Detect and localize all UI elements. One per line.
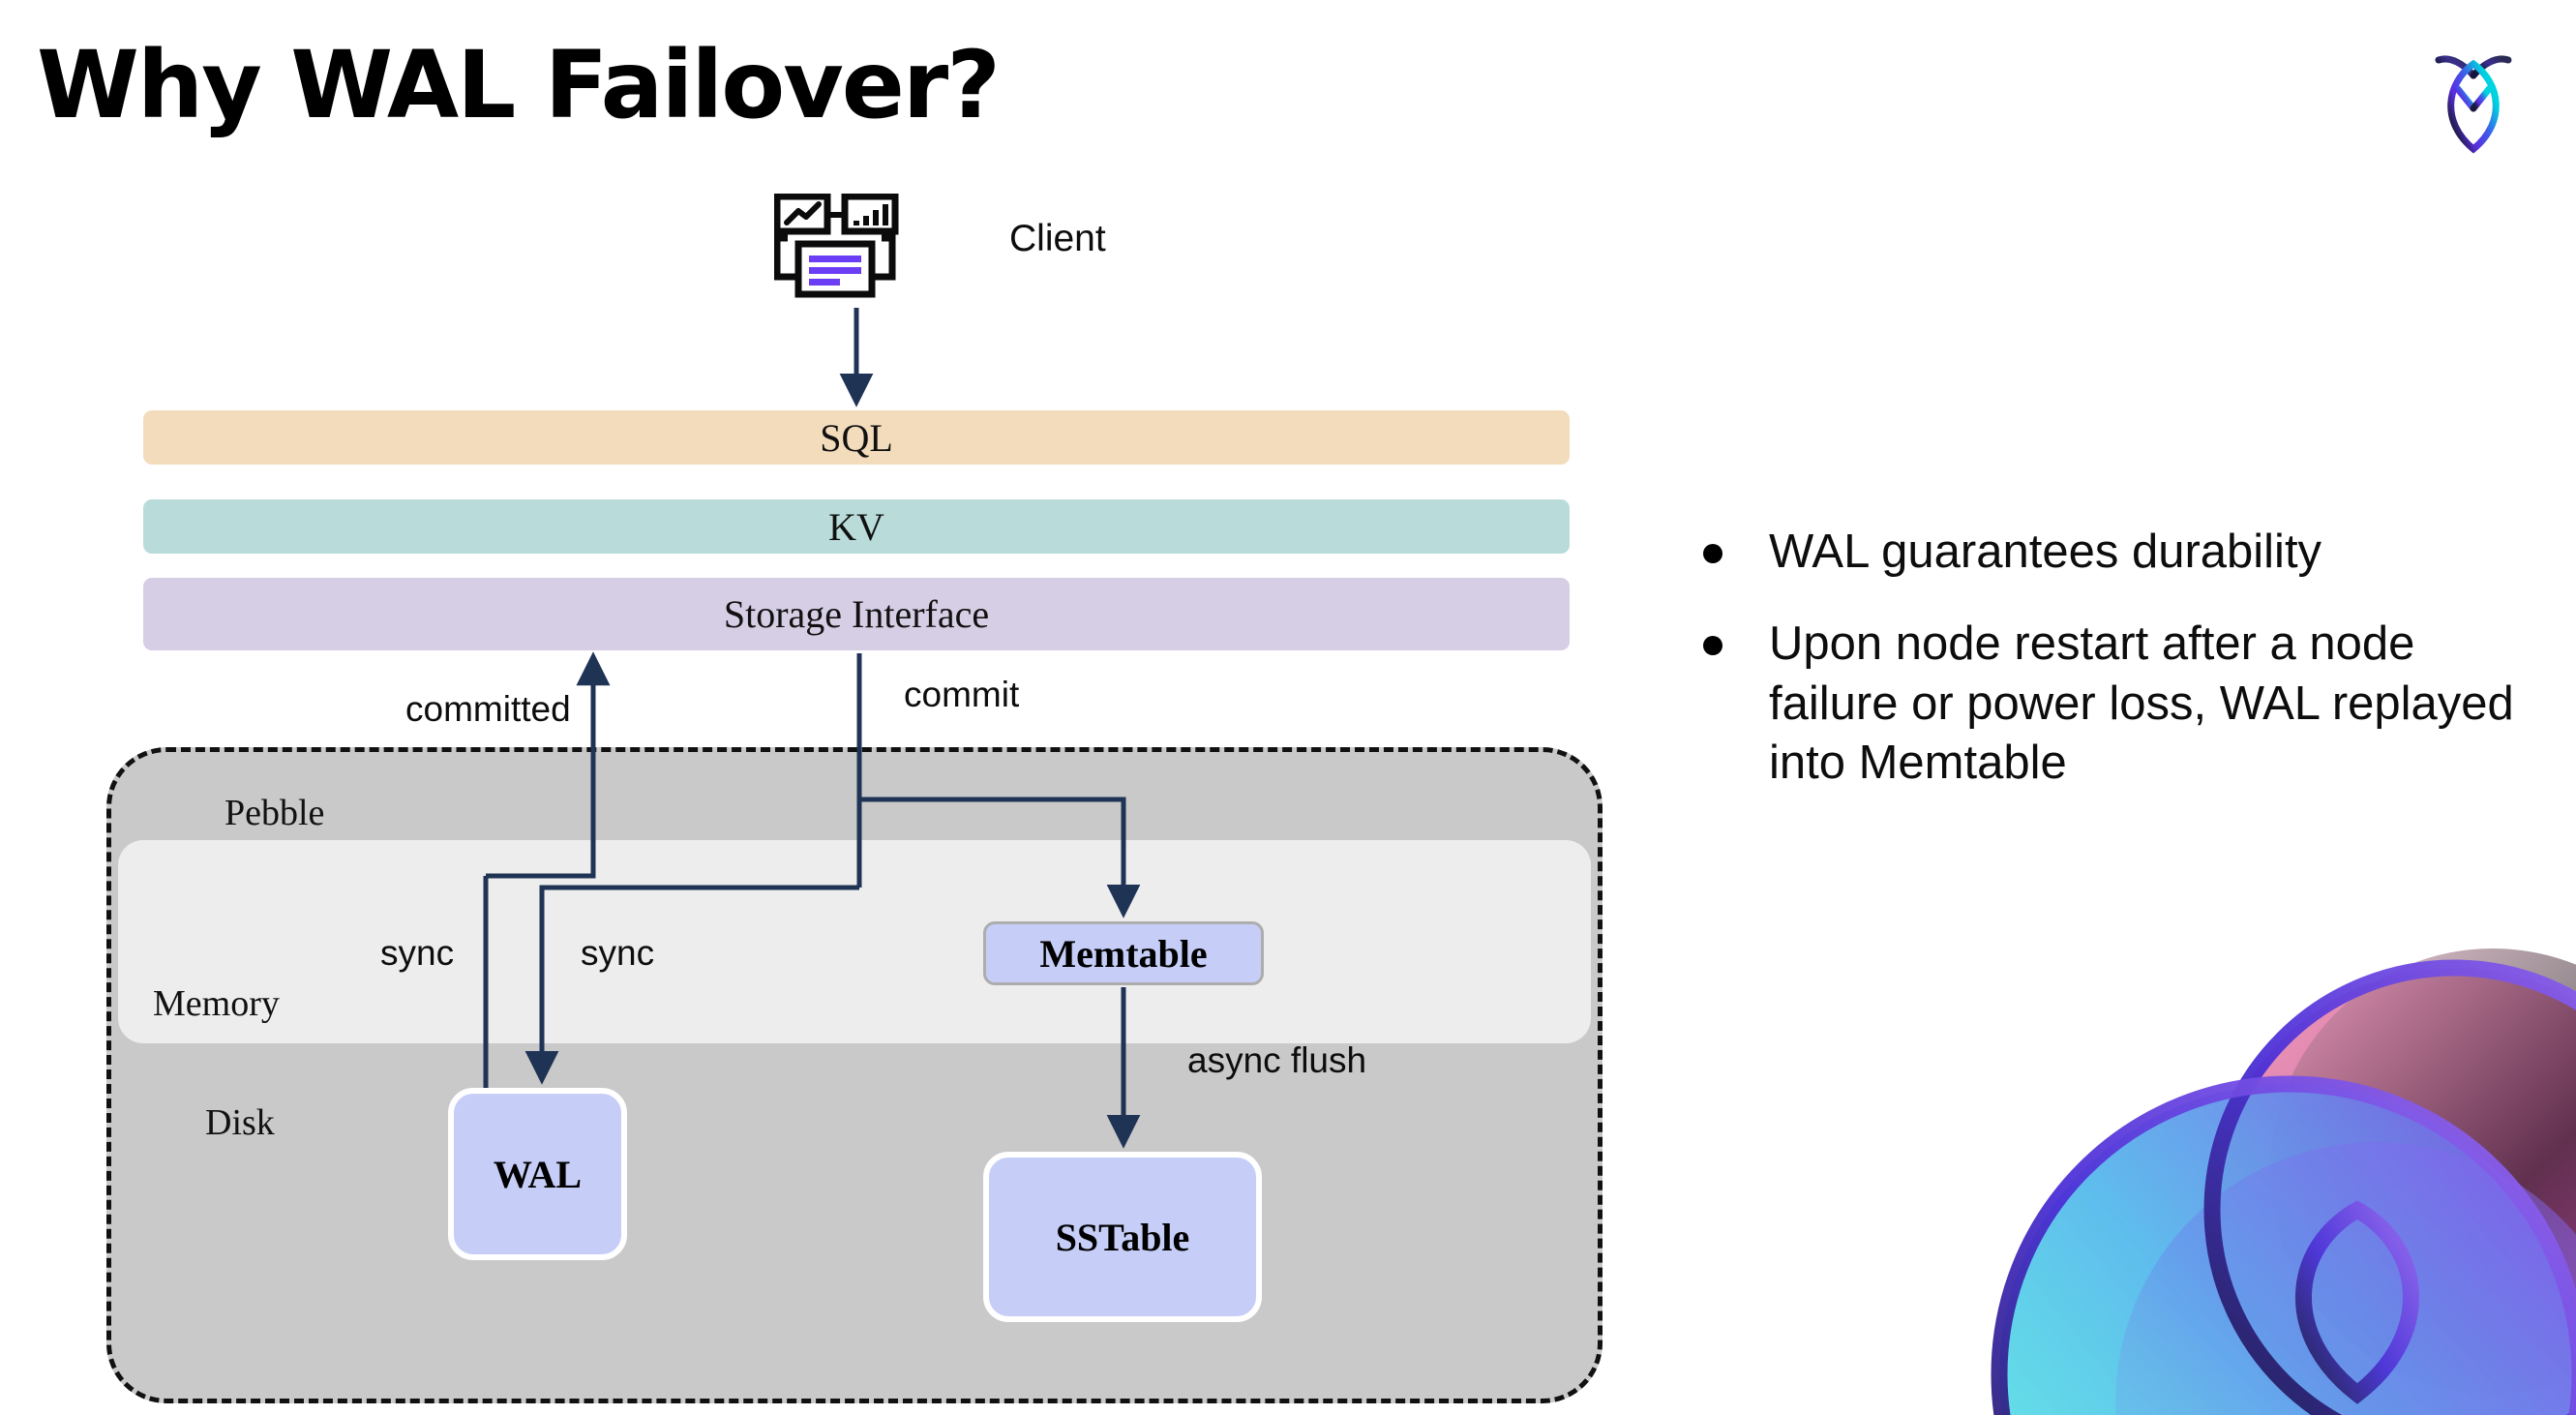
edge-label-sync-right: sync bbox=[581, 933, 655, 973]
bullet-marker-icon bbox=[1703, 544, 1722, 563]
layer-bar-storage-interface: Storage Interface bbox=[143, 578, 1570, 650]
layer-bar-sql: SQL bbox=[143, 410, 1570, 465]
client-dashboard-icon bbox=[773, 193, 929, 310]
bullet-text: WAL guarantees durability bbox=[1769, 526, 2322, 578]
diagram-box-wal: WAL bbox=[448, 1088, 627, 1260]
edge-label-committed: committed bbox=[405, 689, 571, 729]
memory-label: Memory bbox=[153, 983, 280, 1024]
edge-label-sync-left: sync bbox=[380, 933, 455, 973]
layer-bar-kv-label: KV bbox=[828, 504, 884, 549]
bullet-text: Upon node restart after a node failure o… bbox=[1769, 617, 2514, 789]
diagram-box-memtable: Memtable bbox=[983, 921, 1264, 985]
diagram-box-sstable-label: SSTable bbox=[1055, 1215, 1190, 1259]
page-title: Why WAL Failover? bbox=[37, 31, 1001, 139]
edge-label-commit: commit bbox=[904, 675, 1020, 714]
disk-label: Disk bbox=[205, 1102, 275, 1143]
memory-section bbox=[118, 840, 1591, 1043]
client-label: Client bbox=[1009, 218, 1106, 259]
decorative-circles-watermark bbox=[1970, 919, 2576, 1415]
list-item: Upon node restart after a node failure o… bbox=[1703, 615, 2526, 793]
layer-bar-sql-label: SQL bbox=[820, 415, 893, 460]
cockroachdb-logo bbox=[2406, 29, 2541, 165]
diagram-box-memtable-label: Memtable bbox=[1039, 931, 1208, 976]
diagram-box-wal-label: WAL bbox=[493, 1152, 583, 1196]
edge-label-async-flush: async flush bbox=[1187, 1040, 1367, 1080]
diagram-box-sstable: SSTable bbox=[983, 1152, 1262, 1322]
layer-bar-storage-label: Storage Interface bbox=[723, 592, 990, 636]
list-item: WAL guarantees durability bbox=[1703, 523, 2526, 582]
pebble-label: Pebble bbox=[225, 793, 325, 833]
bullet-list: WAL guarantees durability Upon node rest… bbox=[1703, 523, 2526, 826]
bullet-marker-icon bbox=[1703, 636, 1722, 656]
layer-bar-kv: KV bbox=[143, 499, 1570, 554]
